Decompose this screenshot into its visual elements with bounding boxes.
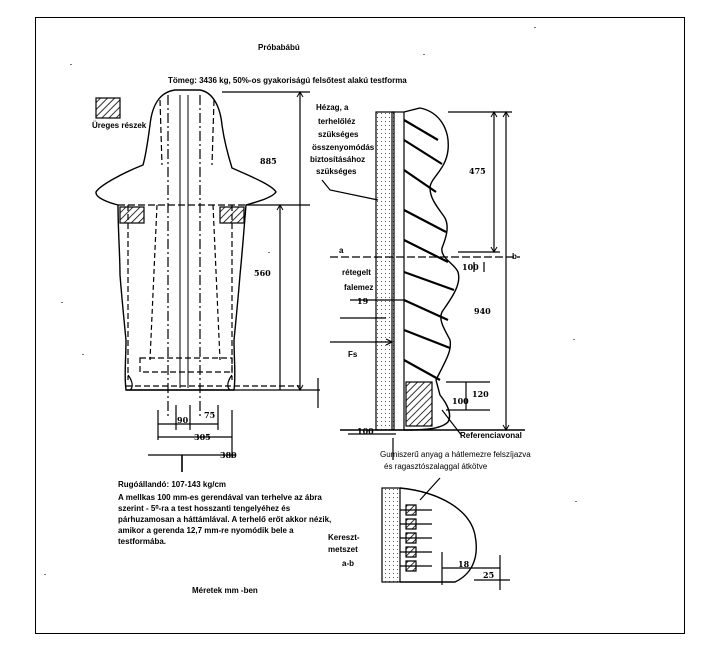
dim-19: 19 (357, 296, 369, 306)
force-label: Fs (348, 350, 358, 359)
dim-100-top: 100 (462, 262, 479, 272)
hip-left (127, 374, 133, 391)
dim-380: 380 (220, 450, 237, 460)
gap-note-line-1: Hézag, a (316, 103, 349, 112)
section-sub-label: a-b (342, 559, 354, 568)
units-note: Méretek mm -ben (192, 586, 258, 595)
drawing-title: Próbabábú (258, 43, 300, 52)
load-line-1: A mellkas 100 mm-es gerendával van terhe… (118, 493, 322, 502)
load-line-3: párhuzamosan a háttámlával. A terhelő er… (118, 515, 332, 524)
gap-note-line-4: összenyomódás (312, 143, 375, 152)
section-a-label: a (339, 246, 344, 255)
drawing-subtitle: Tömeg: 3436 kg, 50%-os gyakoriságú felső… (168, 76, 407, 85)
layer-label-1: rétegelt (342, 268, 371, 277)
gap-note-line-2: terhelőléz (318, 117, 356, 126)
back-plate (375, 111, 395, 431)
dim-305: 305 (194, 432, 211, 442)
side-profile (403, 107, 460, 431)
cross-section (381, 477, 510, 590)
gap-note-line-3: szükséges (318, 130, 359, 139)
section-outline (399, 487, 477, 583)
inner-outline (127, 99, 233, 380)
dim-885: 885 (260, 156, 277, 166)
pelvis-beam (139, 357, 233, 373)
dim-940: 940 (474, 306, 491, 316)
load-line-4: amikor a gerenda 12,7 mm-re nyomódik bel… (118, 526, 294, 535)
left-shoulder-cavity (119, 206, 145, 224)
cavity-legend-label: Üreges részek (92, 121, 147, 130)
load-line-2: szerint - 5⁰-ra a test hosszanti tengely… (118, 504, 291, 513)
section-label-1: Kereszt- (328, 533, 360, 542)
rubber-note-line-2: és ragasztószalaggal átkötve (384, 462, 488, 471)
section-label-2: metszet (328, 545, 358, 554)
dim-120: 120 (472, 389, 489, 399)
dim-100-base: 100 (357, 426, 374, 436)
side-ribs (403, 119, 455, 381)
side-view (321, 107, 525, 460)
dim-75: 75 (204, 410, 216, 420)
dim-475: 475 (469, 166, 486, 176)
reference-line-label: Referenciavonal (460, 431, 522, 440)
spine-inner (149, 204, 221, 361)
section-b-label: b (512, 252, 517, 261)
dim-25: 25 (483, 570, 495, 580)
dim-100-bottom: 100 (452, 396, 469, 406)
load-line-5: testformába. (118, 537, 167, 546)
side-gap-arrow (321, 179, 379, 201)
drawing-frame (35, 17, 685, 634)
base-block (405, 381, 433, 427)
rubber-note-line-1: Gumiszerű anyag a hátlemezre felszíjazva (380, 450, 531, 459)
gap-note-line-5: biztosításához (310, 155, 366, 164)
dim-90: 90 (177, 415, 189, 425)
torso-outline (95, 89, 277, 391)
dim-560: 560 (254, 268, 271, 278)
hip-right (227, 374, 233, 391)
load-description: A mellkas 100 mm-es gerendával van terhe… (118, 492, 358, 547)
gap-note-line-6: szükséges (316, 167, 357, 176)
layer-label-2: falemez (344, 283, 374, 292)
cavity-legend-swatch (95, 97, 121, 119)
right-shoulder-cavity (219, 206, 245, 224)
dim-18: 18 (458, 559, 470, 569)
spring-constant: Rugóállandó: 107-143 kg/cm (118, 480, 227, 489)
section-plate (381, 487, 401, 583)
front-view (95, 89, 320, 472)
